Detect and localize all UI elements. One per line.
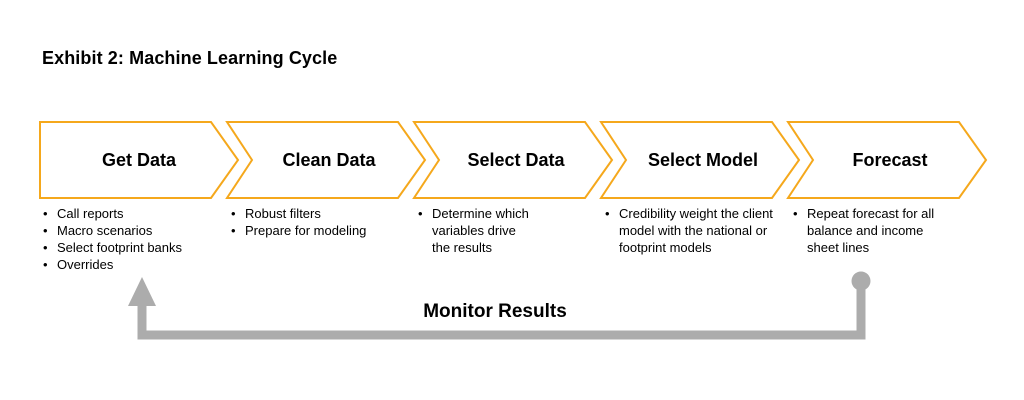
stage-title-get-data: Get Data: [101, 149, 177, 170]
exhibit-title: Exhibit 2: Machine Learning Cycle: [42, 48, 338, 68]
feedback-loop-label: Monitor Results: [423, 301, 567, 322]
stage-title-clean-data: Clean Data: [282, 149, 376, 170]
bullet-item: Macro scenarios: [40, 222, 215, 239]
feedback-loop-start-dot: [851, 271, 871, 291]
bullet-item: Prepare for modeling: [228, 222, 398, 239]
bullet-list-select-model: Credibility weight the client model with…: [602, 205, 780, 256]
stage-title-select-model: Select Model: [647, 149, 759, 170]
bullet-list-clean-data: Robust filters Prepare for modeling: [228, 205, 398, 239]
stage-title-forecast: Forecast: [852, 149, 928, 170]
bullet-item: Credibility weight the client model with…: [602, 205, 780, 256]
bullet-item: Call reports: [40, 205, 215, 222]
bullet-item: Overrides: [40, 256, 215, 273]
bullet-item: Robust filters: [228, 205, 398, 222]
feedback-loop-arrowhead: [128, 277, 156, 306]
stage-title-select-data: Select Data: [467, 149, 565, 170]
bullet-list-get-data: Call reports Macro scenarios Select foot…: [40, 205, 215, 273]
bullet-item: Repeat forecast for all balance and inco…: [790, 205, 952, 256]
bullet-list-forecast: Repeat forecast for all balance and inco…: [790, 205, 952, 256]
bullet-list-select-data: Determine which variables drive the resu…: [415, 205, 537, 256]
bullet-item: Select footprint banks: [40, 239, 215, 256]
bullet-item: Determine which variables drive the resu…: [415, 205, 537, 256]
